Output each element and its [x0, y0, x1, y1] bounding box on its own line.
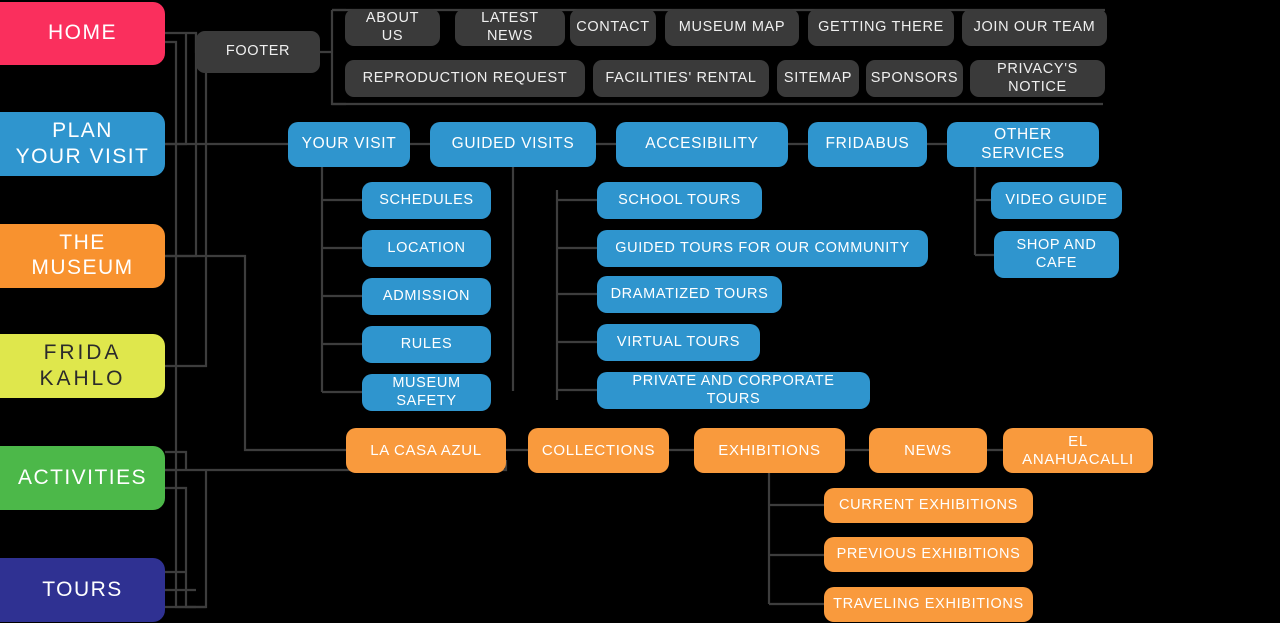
footer-link-facilities-rental[interactable]: FACILITIES' RENTAL: [593, 60, 769, 97]
node-accesibility[interactable]: ACCESIBILITY: [616, 122, 788, 167]
footer-link-join-our-team[interactable]: JOIN OUR TEAM: [962, 9, 1107, 46]
node-your-visit[interactable]: YOUR VISIT: [288, 122, 410, 167]
nav-item-tours[interactable]: TOURS: [0, 558, 165, 622]
node-news[interactable]: NEWS: [869, 428, 987, 473]
node-guided-visits[interactable]: GUIDED VISITS: [430, 122, 596, 167]
node-location[interactable]: LOCATION: [362, 230, 491, 267]
node-current-exhibitions[interactable]: CURRENT EXHIBITIONS: [824, 488, 1033, 523]
node-private-and-corporate-tours[interactable]: PRIVATE AND CORPORATE TOURS: [597, 372, 870, 409]
nav-item-home[interactable]: HOME: [0, 2, 165, 65]
nav-item-activities[interactable]: ACTIVITIES: [0, 446, 165, 510]
node-school-tours[interactable]: SCHOOL TOURS: [597, 182, 762, 219]
node-video-guide[interactable]: VIDEO GUIDE: [991, 182, 1122, 219]
node-el-anahuacalli[interactable]: EL ANAHUACALLI: [1003, 428, 1153, 473]
footer-link-latest-news[interactable]: LATEST NEWS: [455, 9, 565, 46]
node-shop-and-cafe[interactable]: SHOP AND CAFE: [994, 231, 1119, 278]
footer-link-sponsors[interactable]: SPONSORS: [866, 60, 963, 97]
nav-item-plan-your-visit[interactable]: PLAN YOUR VISIT: [0, 112, 165, 176]
node-admission[interactable]: ADMISSION: [362, 278, 491, 315]
footer-link-reproduction-request[interactable]: REPRODUCTION REQUEST: [345, 60, 585, 97]
nav-item-frida-kahlo[interactable]: FRIDA KAHLO: [0, 334, 165, 398]
node-previous-exhibitions[interactable]: PREVIOUS EXHIBITIONS: [824, 537, 1033, 572]
node-guided-tours-for-our-community[interactable]: GUIDED TOURS FOR OUR COMMUNITY: [597, 230, 928, 267]
footer-link-privacys-notice[interactable]: PRIVACY'S NOTICE: [970, 60, 1105, 97]
node-fridabus[interactable]: FRIDABUS: [808, 122, 927, 167]
node-dramatized-tours[interactable]: DRAMATIZED TOURS: [597, 276, 782, 313]
footer-link-contact[interactable]: CONTACT: [570, 9, 656, 46]
node-collections[interactable]: COLLECTIONS: [528, 428, 669, 473]
footer-link-sitemap[interactable]: SITEMAP: [777, 60, 859, 97]
footer-node[interactable]: FOOTER: [196, 31, 320, 73]
footer-link-getting-there[interactable]: GETTING THERE: [808, 9, 954, 46]
node-virtual-tours[interactable]: VIRTUAL TOURS: [597, 324, 760, 361]
node-other-services[interactable]: OTHER SERVICES: [947, 122, 1099, 167]
node-traveling-exhibitions[interactable]: TRAVELING EXHIBITIONS: [824, 587, 1033, 622]
node-rules[interactable]: RULES: [362, 326, 491, 363]
nav-item-the-museum[interactable]: THE MUSEUM: [0, 224, 165, 288]
node-exhibitions[interactable]: EXHIBITIONS: [694, 428, 845, 473]
footer-link-about-us[interactable]: ABOUT US: [345, 9, 440, 46]
node-la-casa-azul[interactable]: LA CASA AZUL: [346, 428, 506, 473]
footer-link-museum-map[interactable]: MUSEUM MAP: [665, 9, 799, 46]
node-schedules[interactable]: SCHEDULES: [362, 182, 491, 219]
node-museum-safety[interactable]: MUSEUM SAFETY: [362, 374, 491, 411]
